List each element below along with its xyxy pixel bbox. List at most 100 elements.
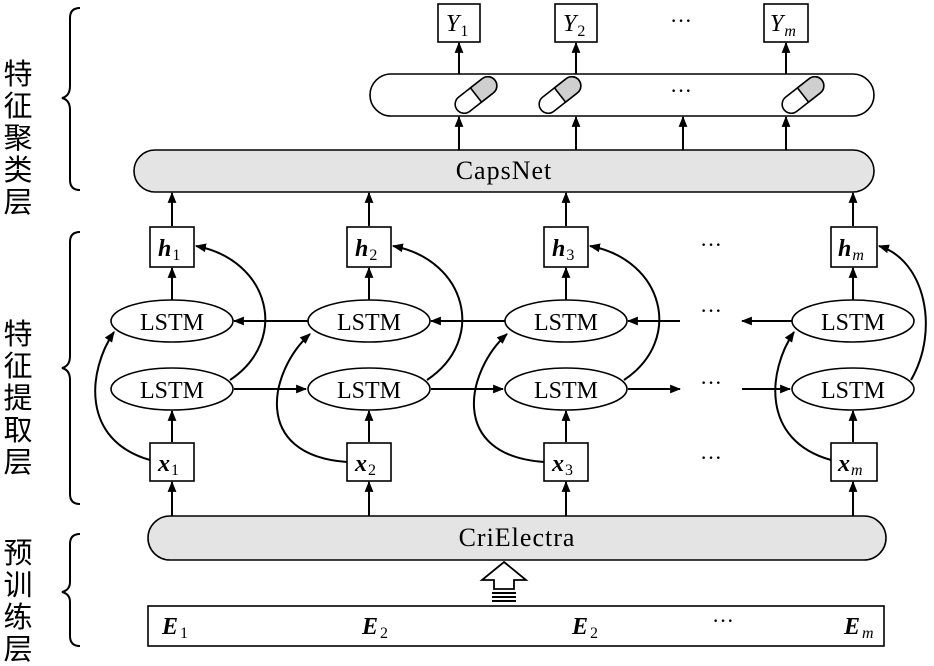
capsule-icon-2 [538, 75, 582, 115]
embedding-e2-sub: 2 [380, 625, 388, 642]
svg-text:Ym: Ym [770, 11, 796, 40]
svg-text:h2: h2 [355, 236, 377, 264]
embedding-e1-base: E [161, 614, 178, 640]
hidden-h2: h2 [346, 226, 392, 268]
brace-extraction [61, 231, 81, 505]
hollow-up-arrow [479, 560, 529, 602]
input-x2-base: x [354, 451, 367, 477]
hidden-h2-sub: 2 [369, 247, 377, 264]
capsnet-label: CapsNet [456, 156, 553, 185]
svg-text:hm: hm [838, 236, 864, 264]
hidden-hm-sub: m [852, 247, 864, 264]
crielectra-bar [147, 515, 887, 561]
svg-text:h1: h1 [158, 236, 180, 264]
svg-text:x2: x2 [354, 451, 376, 479]
lstm-forward-m-label: LSTM [821, 378, 885, 404]
output-ym: Ym [763, 3, 809, 43]
capsule-icon-m [781, 75, 825, 115]
embedding-e2-base: E [361, 614, 378, 640]
input-x3: x3 [543, 442, 589, 482]
input-x3-sub: 3 [565, 462, 573, 479]
curve-lstmfm-hm [877, 244, 927, 381]
output-y1-sub: 1 [460, 23, 468, 40]
hidden-h1: h1 [149, 226, 195, 268]
lstm-backward-m: LSTM [791, 299, 915, 343]
embedding-em-base: E [843, 614, 860, 640]
brace-pretraining [61, 533, 81, 647]
embedding-e1-sub: 1 [180, 625, 188, 642]
lstm-forward-1: LSTM [110, 367, 234, 411]
lstm-forward-1-label: LSTM [140, 378, 204, 404]
lstm-forward-2: LSTM [307, 367, 431, 411]
embedding-ellipsis: ··· [712, 608, 734, 633]
output-y1-base: Y [446, 11, 462, 37]
lstm-forward-ellipsis: ··· [700, 370, 722, 395]
output-y2-base: Y [563, 11, 579, 37]
curve-x3-lstmb3 [473, 333, 545, 463]
embedding-em-sub: m [862, 625, 874, 642]
output-y2-sub: 2 [577, 23, 585, 40]
curve-x2-lstmb2 [276, 333, 348, 463]
lstm-backward-1-label: LSTM [140, 310, 204, 336]
svg-text:h3: h3 [552, 236, 574, 264]
layer-label-clustering: 特征聚类层 [3, 57, 33, 219]
svg-text:Y2: Y2 [563, 11, 585, 40]
hidden-h3-base: h [552, 236, 565, 262]
curve-lstmf1-h1 [194, 243, 267, 381]
output-ellipsis: ··· [670, 8, 692, 33]
input-ellipsis: ··· [700, 445, 722, 470]
lstm-forward-m: LSTM [791, 367, 915, 411]
embedding-e3-sub: 2 [590, 625, 598, 642]
lstm-backward-3: LSTM [504, 299, 628, 343]
input-x3-base: x [551, 451, 564, 477]
hidden-h3: h3 [543, 226, 589, 268]
input-x2: x2 [346, 442, 392, 482]
input-xm-sub: m [851, 462, 863, 479]
curve-lstmf2-h2 [391, 243, 464, 381]
curve-x1-lstmb1 [94, 331, 151, 461]
lstm-backward-3-label: LSTM [534, 310, 598, 336]
svg-text:x1: x1 [157, 451, 179, 479]
crielectra-label: CriElectra [459, 523, 576, 552]
embedding-box [147, 605, 885, 647]
hidden-hm: hm [830, 226, 878, 268]
lstm-backward-ellipsis: ··· [700, 298, 722, 323]
hidden-h1-base: h [158, 236, 171, 262]
hidden-hm-base: h [838, 236, 851, 262]
input-x1: x1 [149, 442, 195, 482]
output-ym-base: Y [770, 11, 786, 37]
hidden-h2-base: h [355, 236, 368, 262]
lstm-backward-1: LSTM [110, 299, 234, 343]
capsnet-bar [133, 149, 875, 193]
lstm-forward-2-label: LSTM [337, 378, 401, 404]
input-x1-base: x [157, 451, 170, 477]
lstm-backward-m-label: LSTM [821, 310, 885, 336]
embedding-e3-base: E [571, 614, 588, 640]
input-x2-sub: 2 [368, 462, 376, 479]
brace-clustering [61, 7, 81, 191]
curve-lstmf3-h3 [588, 243, 661, 381]
output-y1: Y1 [437, 3, 481, 43]
hidden-h1-sub: 1 [172, 247, 180, 264]
lstm-forward-3-label: LSTM [534, 378, 598, 404]
hidden-ellipsis: ··· [700, 232, 722, 257]
input-x1-sub: 1 [171, 462, 179, 479]
hidden-h3-sub: 3 [566, 247, 574, 264]
input-xm: xm [830, 442, 878, 482]
capsule-ellipsis: ··· [670, 78, 692, 103]
lstm-forward-3: LSTM [504, 367, 628, 411]
lstm-backward-2: LSTM [307, 299, 431, 343]
svg-text:Y1: Y1 [446, 11, 468, 40]
architecture-diagram: Y1 Y2 ··· Ym ··· CapsNet h1 [61, 3, 927, 647]
lstm-backward-2-label: LSTM [337, 310, 401, 336]
svg-text:xm: xm [837, 451, 863, 479]
svg-text:x3: x3 [551, 451, 573, 479]
capsule-icon-1 [454, 75, 498, 115]
output-ym-sub: m [784, 23, 796, 40]
layer-label-extraction: 特征提取层 [3, 317, 33, 479]
output-y2: Y2 [554, 3, 598, 43]
